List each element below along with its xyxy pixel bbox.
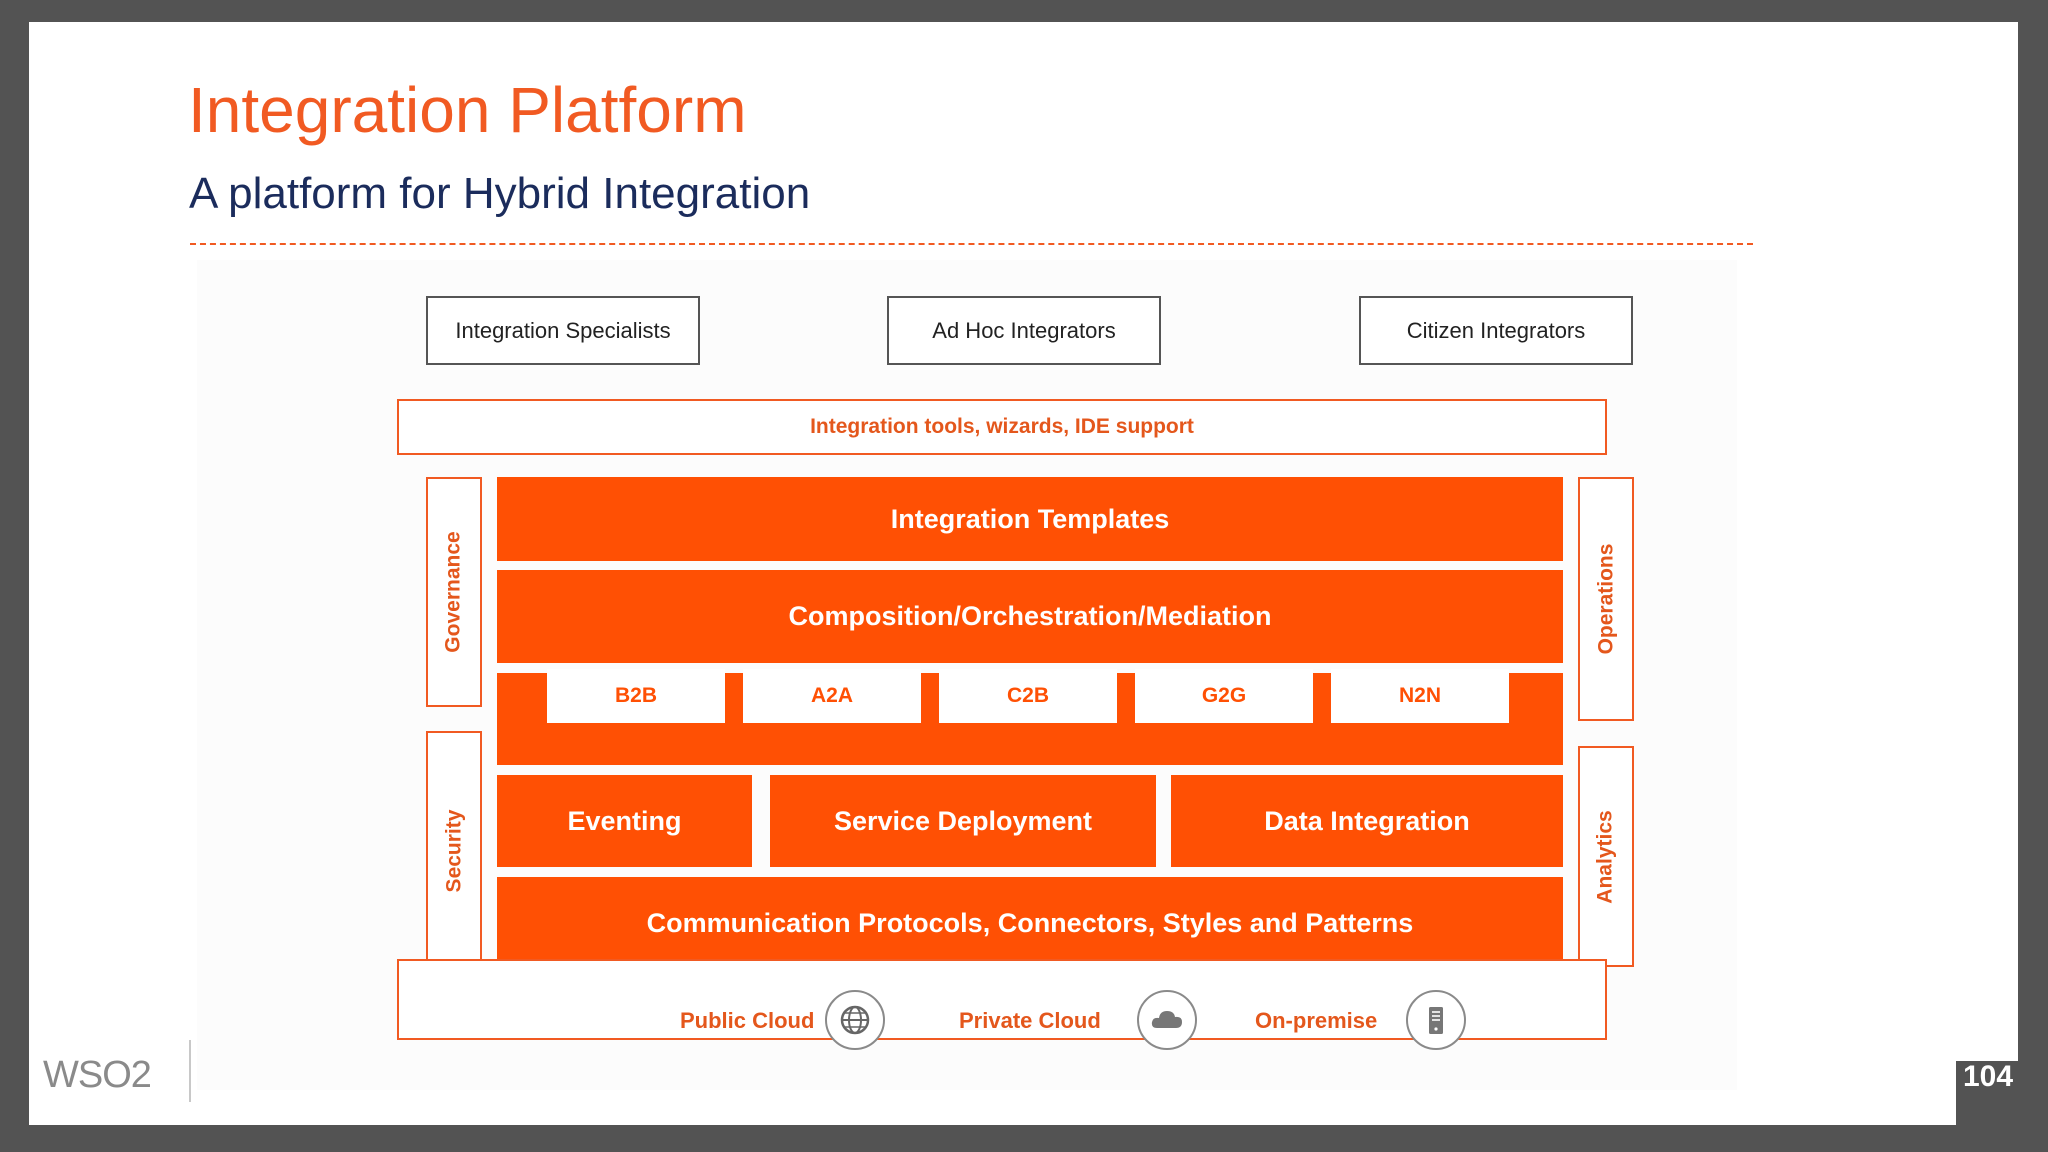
communication-layer: Communication Protocols, Connectors, Sty… <box>497 877 1563 970</box>
persona-citizen-integrators: Citizen Integrators <box>1359 296 1633 365</box>
service-deployment-layer: Service Deployment <box>770 775 1156 867</box>
title-divider <box>190 243 1753 245</box>
pattern-n2n: N2N <box>1331 669 1509 723</box>
eventing-layer: Eventing <box>497 775 752 867</box>
logo-divider <box>189 1040 191 1102</box>
pattern-b2b: B2B <box>547 669 725 723</box>
on-premise-label: On-premise <box>1255 1008 1378 1033</box>
persona-ad-hoc-integrators: Ad Hoc Integrators <box>887 296 1161 365</box>
governance-bar: Governance <box>426 477 482 707</box>
slide-subtitle: A platform for Hybrid Integration <box>189 169 811 218</box>
globe-icon <box>825 990 885 1050</box>
security-label: Security <box>442 809 465 892</box>
pattern-c2b: C2B <box>939 669 1117 723</box>
wso2-logo: WSO2 <box>43 1054 152 1096</box>
server-icon <box>1406 990 1466 1050</box>
operations-bar: Operations <box>1578 477 1634 721</box>
slide-title: Integration Platform <box>188 74 747 146</box>
data-integration-layer: Data Integration <box>1171 775 1563 867</box>
deployment-bar <box>397 959 1607 1040</box>
governance-label: Governance <box>442 531 466 653</box>
tools-bar: Integration tools, wizards, IDE support <box>397 399 1607 455</box>
operations-label: Operations <box>1594 543 1618 655</box>
private-cloud-label: Private Cloud <box>959 1008 1101 1033</box>
analytics-label: Analytics <box>1594 809 1617 904</box>
pattern-a2a: A2A <box>743 669 921 723</box>
cloud-icon <box>1137 990 1197 1050</box>
public-cloud-label: Public Cloud <box>680 1008 815 1033</box>
composition-layer: Composition/Orchestration/Mediation <box>497 570 1563 663</box>
pattern-g2g: G2G <box>1135 669 1313 723</box>
page-number: 104 <box>1956 1061 2020 1125</box>
persona-integration-specialists: Integration Specialists <box>426 296 700 365</box>
security-bar: Security <box>426 731 482 970</box>
integration-templates-layer: Integration Templates <box>497 477 1563 561</box>
analytics-bar: Analytics <box>1578 746 1634 967</box>
